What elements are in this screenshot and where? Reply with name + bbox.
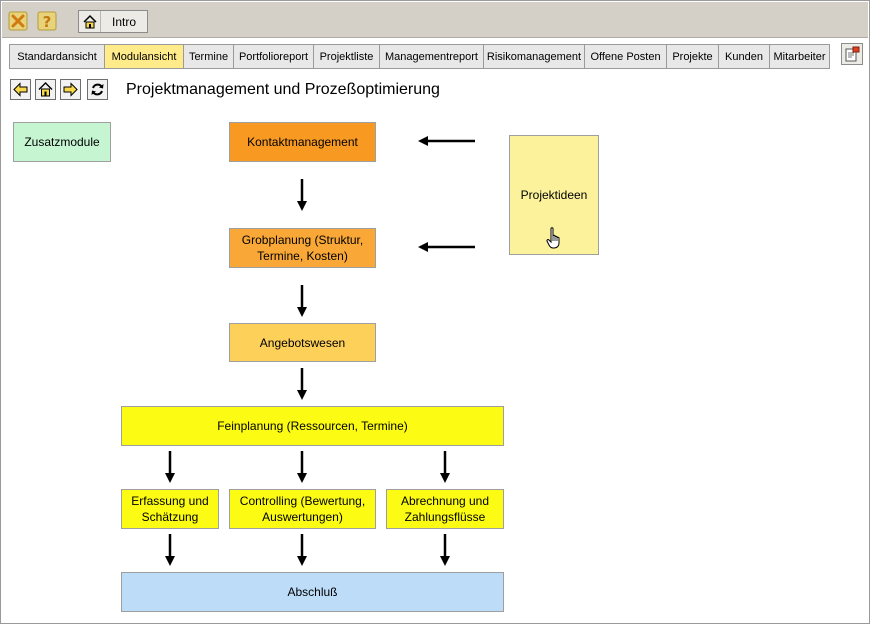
tab-standardansicht[interactable]: Standardansicht <box>9 44 104 69</box>
tab-bar: Standardansicht Modulansicht Termine Por… <box>2 39 868 73</box>
svg-text:?: ? <box>43 13 52 31</box>
report-icon[interactable] <box>841 43 863 65</box>
top-toolbar: ? Intro <box>2 2 868 38</box>
intro-button[interactable]: Intro <box>78 10 148 33</box>
box-abschluss[interactable]: Abschluß <box>121 572 504 612</box>
box-abrechnung[interactable]: Abrechnung und Zahlungsflüsse <box>386 489 504 529</box>
box-erfassung[interactable]: Erfassung und Schätzung <box>121 489 219 529</box>
help-icon[interactable]: ? <box>36 10 58 32</box>
box-zusatzmodule[interactable]: Zusatzmodule <box>13 122 111 162</box>
tab-offene-posten[interactable]: Offene Posten <box>584 44 666 69</box>
tab-projektliste[interactable]: Projektliste <box>313 44 379 69</box>
box-kontaktmanagement[interactable]: Kontaktmanagement <box>229 122 376 162</box>
box-grobplanung[interactable]: Grobplanung (Struktur, Termine, Kosten) <box>229 228 376 268</box>
refresh-icon[interactable] <box>87 79 108 100</box>
tab-managementreport[interactable]: Managementreport <box>379 44 483 69</box>
back-icon[interactable] <box>10 79 31 100</box>
home-icon <box>79 11 101 32</box>
tab-mitarbeiter[interactable]: Mitarbeiter <box>769 44 830 69</box>
close-icon[interactable] <box>7 10 29 32</box>
home-icon[interactable] <box>35 79 56 100</box>
tab-termine[interactable]: Termine <box>183 44 233 69</box>
box-controlling[interactable]: Controlling (Bewertung, Auswertungen) <box>229 489 376 529</box>
tab-modulansicht[interactable]: Modulansicht <box>104 44 183 69</box>
box-feinplanung[interactable]: Feinplanung (Ressourcen, Termine) <box>121 406 504 446</box>
tab-risikomanagement[interactable]: Risikomanagement <box>483 44 584 69</box>
intro-label: Intro <box>111 14 136 29</box>
forward-icon[interactable] <box>60 79 81 100</box>
box-angebotswesen[interactable]: Angebotswesen <box>229 323 376 362</box>
hand-cursor-icon <box>546 227 560 249</box>
tab-projekte[interactable]: Projekte <box>666 44 718 69</box>
tab-portfolioreport[interactable]: Portfolioreport <box>233 44 313 69</box>
tabs: Standardansicht Modulansicht Termine Por… <box>9 44 830 69</box>
tab-kunden[interactable]: Kunden <box>718 44 769 69</box>
page-title: Projektmanagement und Prozeßoptimierung <box>126 81 440 98</box>
